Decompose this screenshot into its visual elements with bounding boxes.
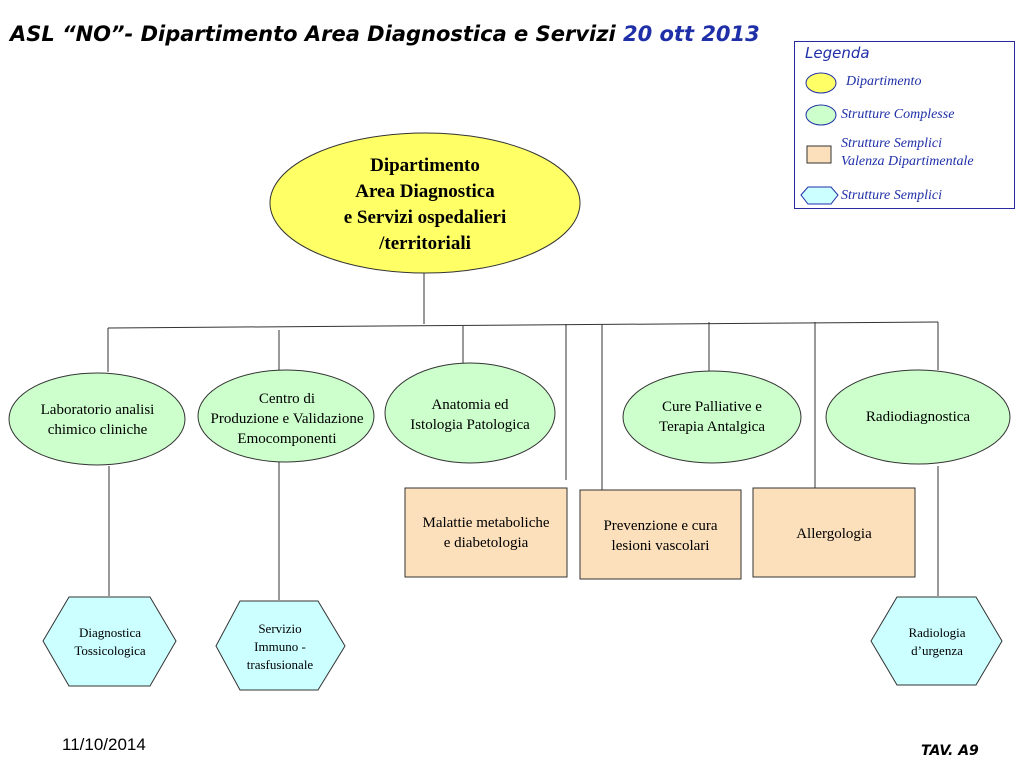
anatomia-node-label: Anatomia ed Istologia Patologica	[410, 397, 530, 433]
laboratorio-node-ellipse[interactable]	[8, 372, 186, 466]
tossicologica-node-hexagon[interactable]	[42, 596, 177, 687]
cure-node-label: Cure Palliative e Terapia Antalgica	[659, 399, 765, 435]
connector-lines	[107, 270, 939, 600]
legend-title: Legenda	[805, 44, 870, 62]
malattie-node-rect[interactable]	[404, 487, 568, 578]
legend-label-semplici-dip: Strutture Semplici Valenza Dipartimental…	[841, 136, 974, 169]
laboratorio-node-label: Laboratorio analisi chimico cliniche	[40, 402, 155, 438]
prevenzione-node-label: Prevenzione e cura lesioni vascolari	[603, 518, 718, 554]
radiologia-node-label: Radiologia d’urgenza	[908, 625, 966, 658]
title-main: ASL “NO”- Dipartimento Area Diagnostica …	[10, 22, 616, 46]
legend-swatch-semplici	[800, 186, 839, 205]
root-node-ellipse[interactable]	[269, 132, 581, 274]
allergologia-node-label: Allergologia	[796, 526, 872, 542]
legend-swatches	[800, 72, 839, 205]
horizontal-bus-line	[107, 321, 939, 329]
cure-node-ellipse[interactable]	[622, 370, 802, 464]
centro-node-label: Centro di Produzione e Validazione Emoco…	[210, 391, 364, 447]
legend-label-dipartimento: Dipartimento	[846, 74, 922, 89]
centro-node-ellipse[interactable]	[197, 369, 375, 463]
legend-label-complesse: Strutture Complesse	[841, 107, 955, 122]
malattie-node-label: Malattie metaboliche e diabetologia	[422, 515, 550, 551]
page-title: ASL “NO”- Dipartimento Area Diagnostica …	[10, 20, 760, 48]
legend-swatch-complesse	[805, 104, 837, 126]
legend-swatch-semplici-dip	[806, 145, 832, 164]
legend-label-semplici: Strutture Semplici	[841, 188, 942, 203]
radiologia-node-hexagon[interactable]	[870, 596, 1003, 686]
allergologia-node-rect[interactable]	[752, 487, 916, 578]
radiodiagnostica-node-label: Radiodiagnostica	[865, 409, 971, 425]
anatomia-node-ellipse[interactable]	[384, 362, 556, 464]
footer-date: 11/10/2014	[62, 735, 146, 754]
tossicologica-node-label: Diagnostica Tossicologica	[74, 625, 146, 658]
root-node-label: Dipartimento Area Diagnostica e Servizi …	[343, 155, 507, 254]
radiodiagnostica-node-ellipse[interactable]	[825, 369, 1011, 465]
title-date: 20 ott 2013	[622, 22, 760, 46]
immuno-node-label: Servizio Immuno - trasfusionale	[246, 621, 314, 672]
legend-box: Legenda Dipartimento Strutture Complesse…	[794, 41, 1015, 209]
immuno-node-hexagon[interactable]	[215, 600, 346, 691]
tav-label: TAV. A9	[921, 743, 979, 759]
legend-swatch-dipartimento	[805, 72, 837, 94]
prevenzione-node-rect[interactable]	[579, 489, 742, 580]
